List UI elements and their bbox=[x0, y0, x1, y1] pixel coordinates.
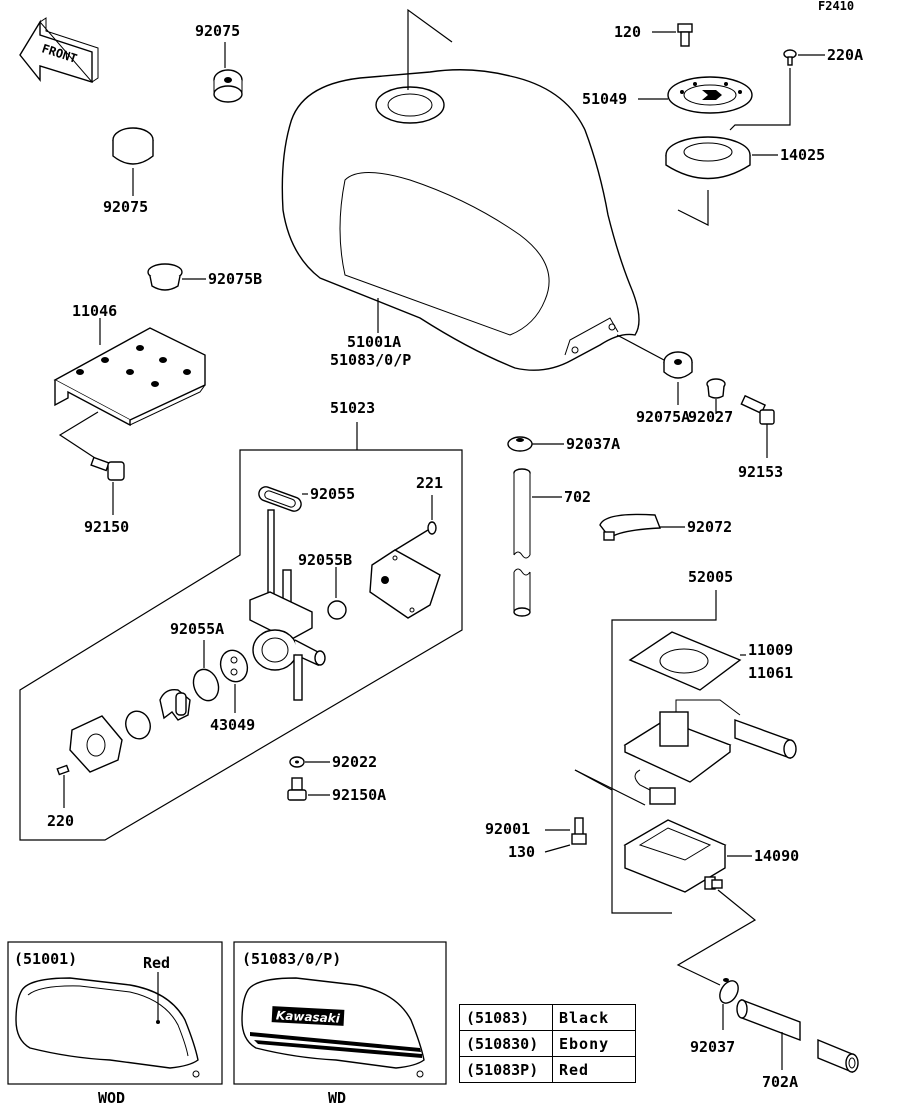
bolt-120 bbox=[677, 23, 693, 47]
label-130: 130 bbox=[508, 843, 535, 861]
o-ring-small bbox=[125, 710, 151, 740]
fuel-tank-51001A bbox=[281, 69, 640, 371]
fuel-hose-702 bbox=[513, 468, 531, 617]
color-name: Red bbox=[552, 1056, 636, 1083]
label-702: 702 bbox=[564, 488, 591, 506]
color-code: (51083P) bbox=[459, 1056, 553, 1083]
bolt-92150A bbox=[287, 777, 307, 801]
label-92055B: 92055B bbox=[298, 551, 352, 569]
label-92150A: 92150A bbox=[332, 786, 386, 804]
tank-silhouette-right: Kawasaki bbox=[241, 977, 425, 1078]
petcock-body bbox=[249, 509, 326, 701]
color-code: (510830) bbox=[459, 1030, 553, 1057]
label-92150: 92150 bbox=[84, 518, 129, 536]
lever-plate bbox=[69, 715, 123, 773]
table-row: (510830) Ebony bbox=[459, 1030, 636, 1057]
label-43049: 43049 bbox=[210, 716, 255, 734]
label-92153: 92153 bbox=[738, 463, 783, 481]
front-arrow-icon: FRONT bbox=[19, 17, 99, 83]
bolt-92150 bbox=[90, 456, 125, 481]
band-92072 bbox=[599, 513, 662, 541]
label-92072: 92072 bbox=[687, 518, 732, 536]
inset-right-code: (51083/0/P) bbox=[242, 950, 341, 968]
color-name: Black bbox=[552, 1004, 636, 1031]
label-11061: 11061 bbox=[748, 664, 793, 682]
label-92037A: 92037A bbox=[566, 435, 620, 453]
bolt-92153 bbox=[740, 394, 775, 425]
label-14025: 14025 bbox=[780, 146, 825, 164]
fuel-level-sender bbox=[623, 699, 797, 805]
label-92055A: 92055A bbox=[170, 620, 224, 638]
pump-case-14090 bbox=[623, 819, 727, 893]
grommet-92075A bbox=[663, 351, 693, 379]
label-51023: 51023 bbox=[330, 399, 375, 417]
label-52005: 52005 bbox=[688, 568, 733, 586]
inset-left-caption: WOD bbox=[98, 1089, 125, 1103]
inset-51083 bbox=[233, 941, 447, 1085]
clip-92037 bbox=[719, 978, 739, 1004]
label-92027: 92027 bbox=[688, 408, 733, 426]
label-92022: 92022 bbox=[332, 753, 377, 771]
label-92075B: 92075B bbox=[208, 270, 262, 288]
inset-51001 bbox=[7, 941, 223, 1085]
fuel-cap-51049 bbox=[667, 76, 753, 114]
bolt-92001 bbox=[571, 817, 587, 845]
color-name: Ebony bbox=[552, 1030, 636, 1057]
label-702A: 702A bbox=[762, 1073, 798, 1091]
gasket-11009 bbox=[628, 631, 742, 691]
gasket-43049 bbox=[219, 649, 249, 683]
clip-92037A bbox=[507, 436, 533, 452]
label-92001: 92001 bbox=[485, 820, 530, 838]
label-51049: 51049 bbox=[582, 90, 627, 108]
inset-left-code: (51001) bbox=[14, 950, 77, 968]
table-row: (51083) Black bbox=[459, 1004, 636, 1031]
label-220: 220 bbox=[47, 812, 74, 830]
kawasaki-logo: Kawasaki bbox=[276, 1008, 341, 1025]
color-table: (51083) Black (510830) Ebony (51083P) Re… bbox=[459, 1004, 636, 1083]
label-14090: 14090 bbox=[754, 847, 799, 865]
figure-id: F2410 bbox=[818, 0, 854, 13]
label-220A: 220A bbox=[827, 46, 863, 64]
gasket-92055 bbox=[258, 486, 302, 512]
label-92037: 92037 bbox=[690, 1038, 735, 1056]
label-51001A: 51001A bbox=[347, 333, 401, 351]
fuel-lever bbox=[159, 689, 191, 721]
label-11009: 11009 bbox=[748, 641, 793, 659]
fuel-hose-702A bbox=[736, 998, 859, 1074]
tank-silhouette-left bbox=[15, 977, 200, 1078]
label-221: 221 bbox=[416, 474, 443, 492]
cap-ring-14025 bbox=[665, 136, 751, 180]
collar-92027 bbox=[706, 378, 726, 399]
o-ring-92055A bbox=[192, 668, 220, 702]
inset-left-color: Red bbox=[143, 954, 170, 972]
screw-221 bbox=[391, 521, 437, 553]
inset-right-caption: WD bbox=[328, 1089, 346, 1103]
grommet-92075-top bbox=[213, 69, 243, 103]
label-92075-top: 92075 bbox=[195, 22, 240, 40]
cap-92075 bbox=[112, 127, 154, 165]
label-11046: 11046 bbox=[72, 302, 117, 320]
color-code: (51083) bbox=[459, 1004, 553, 1031]
bracket-11046 bbox=[53, 327, 206, 427]
label-120: 120 bbox=[614, 23, 641, 41]
label-92075-mid: 92075 bbox=[103, 198, 148, 216]
washer-92022 bbox=[289, 756, 305, 768]
o-ring-92055B bbox=[327, 600, 347, 620]
screw-220A bbox=[783, 49, 797, 66]
screw-220 bbox=[56, 764, 70, 776]
table-row: (51083P) Red bbox=[459, 1056, 636, 1083]
cap-92075B bbox=[147, 263, 183, 291]
label-92055: 92055 bbox=[310, 485, 355, 503]
label-92075A: 92075A bbox=[636, 408, 690, 426]
label-51083-0-P: 51083/0/P bbox=[330, 351, 411, 369]
diaphragm-cover bbox=[369, 549, 441, 619]
